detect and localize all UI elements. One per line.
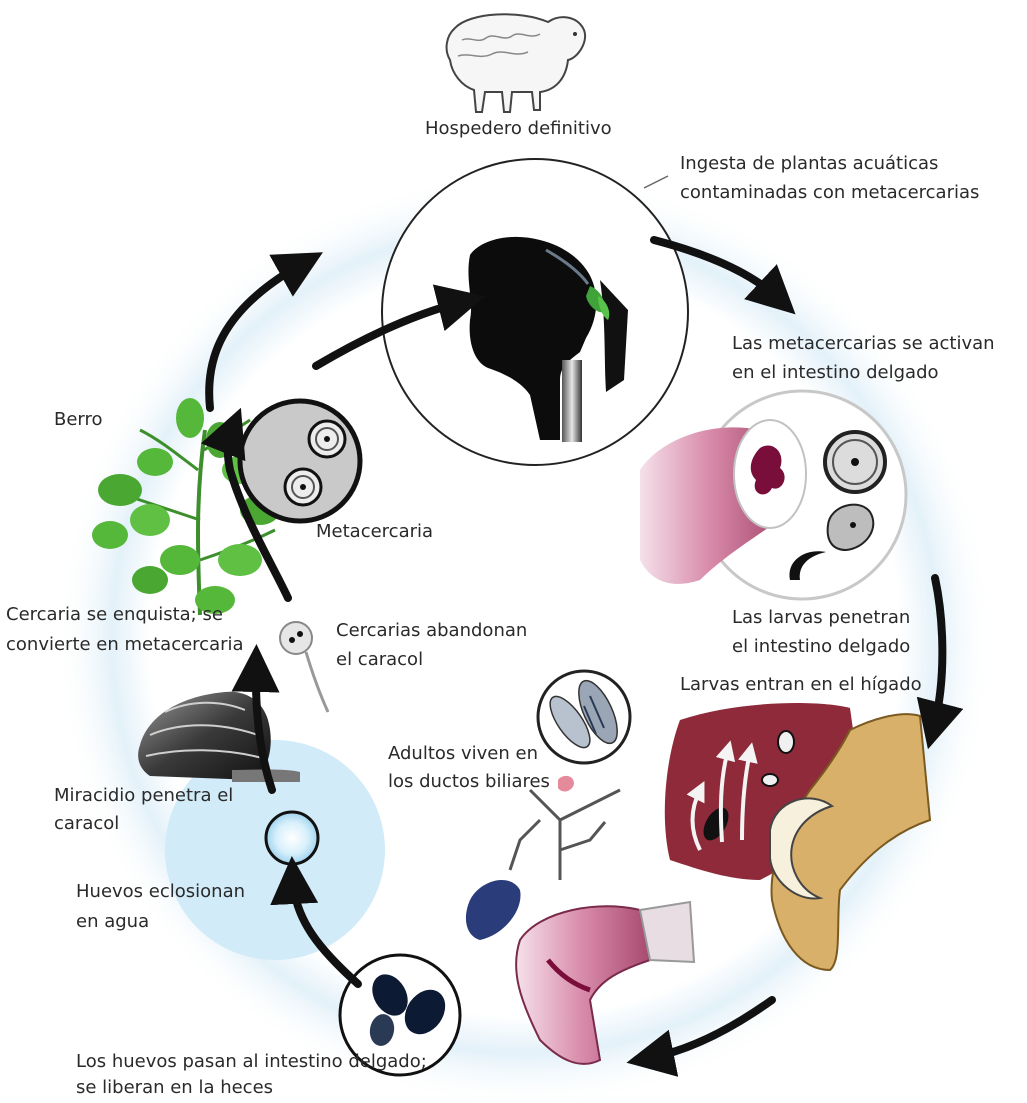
miracidium-icon [266, 812, 318, 864]
label-cercarias-line1: Cercarias abandonan [336, 619, 527, 643]
label-enquista-line2: convierte en metacercaria [6, 633, 244, 657]
label-adultos-line1: Adultos viven en [388, 742, 538, 766]
label-larvas-penetran-line2: el intestino delgado [732, 635, 910, 659]
label-miracidio-line2: caracol [54, 812, 119, 836]
ingesta-leader-line [644, 176, 668, 188]
label-activan-line2: en el intestino delgado [732, 361, 939, 385]
label-larvas-higado: Larvas entran en el hígado [680, 673, 922, 697]
label-huevos-pasan-line2: se liberan en la heces [76, 1076, 273, 1100]
metacercaria-icon [240, 401, 360, 521]
sheep-icon [447, 14, 586, 112]
label-adultos-line2: los ductos biliares [388, 770, 550, 794]
label-activan-line1: Las metacercarias se activan [732, 332, 995, 356]
label-hospedero-definitivo: Hospedero definitivo [425, 117, 612, 141]
label-metacercaria: Metacercaria [316, 520, 433, 544]
label-larvas-penetran-line1: Las larvas penetran [732, 606, 910, 630]
label-ingesta-line1: Ingesta de plantas acuáticas [680, 152, 938, 176]
adult-flukes-icon [538, 671, 630, 763]
label-cercarias-line2: el caracol [336, 648, 423, 672]
label-enquista-line1: Cercaria se enquista; se [6, 603, 223, 627]
label-ingesta-line2: contaminadas con metacercarias [680, 181, 979, 205]
label-miracidio-line1: Miracidio penetra el [54, 784, 233, 808]
label-eclosionan-line2: en agua [76, 910, 149, 934]
label-huevos-pasan-line1: Los huevos pasan al intestino delgado; [76, 1050, 427, 1074]
label-berro: Berro [54, 408, 103, 432]
label-eclosionan-line1: Huevos eclosionan [76, 880, 245, 904]
